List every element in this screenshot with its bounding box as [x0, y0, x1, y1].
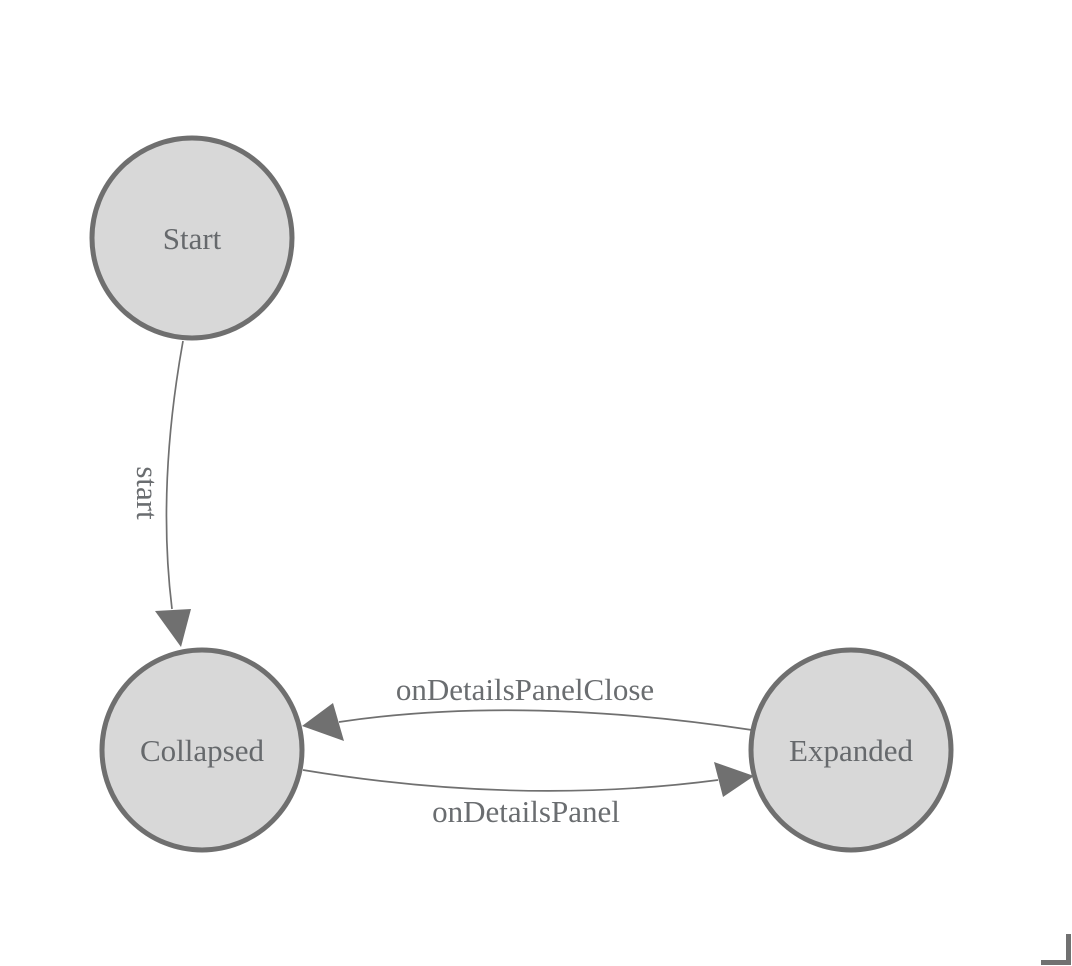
transition-expanded-to-collapsed: onDetailsPanelClose [302, 672, 753, 741]
state-node-expanded[interactable]: Expanded [748, 647, 954, 853]
transition-collapsed-to-expanded: onDetailsPanel [302, 762, 754, 829]
canvas-resize-corner[interactable] [1041, 934, 1071, 965]
transition-line [338, 709, 753, 731]
state-label-expanded: Expanded [789, 733, 913, 768]
transition-label-ondetailspanelclose: onDetailsPanelClose [396, 672, 654, 707]
transition-line [302, 769, 719, 792]
transition-arrowhead-icon [714, 762, 754, 797]
state-circle-expanded[interactable] [748, 647, 954, 853]
transition-label-ondetailspanel: onDetailsPanel [432, 794, 620, 829]
transition-line [165, 340, 184, 610]
transition-label-start: start [130, 466, 165, 520]
state-label-collapsed: Collapsed [140, 733, 264, 768]
state-circle-collapsed[interactable] [99, 647, 305, 853]
state-label-start: Start [163, 221, 222, 256]
resize-corner-horizontal-bar [1041, 960, 1071, 965]
resize-corner-vertical-bar [1066, 934, 1071, 965]
transition-start-to-collapsed: start [130, 340, 191, 647]
state-node-collapsed[interactable]: Collapsed [99, 647, 305, 853]
transition-arrowhead-icon [155, 609, 191, 647]
transition-arrowhead-icon [302, 703, 344, 741]
state-circle-start[interactable] [89, 135, 295, 341]
state-node-start[interactable]: Start [89, 135, 295, 341]
